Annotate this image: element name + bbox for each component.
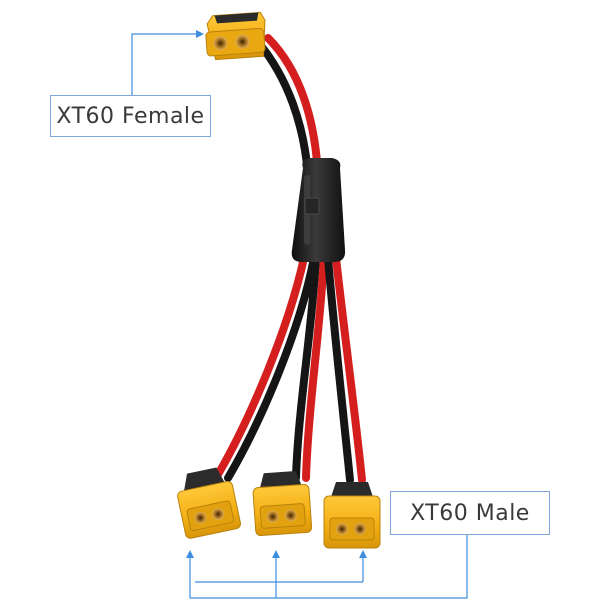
output-cable-left bbox=[212, 254, 318, 482]
xt60-male-connector-left bbox=[177, 467, 241, 539]
output-cable-middle bbox=[292, 254, 328, 482]
male-callout-line bbox=[186, 535, 468, 599]
splitter-hub bbox=[291, 158, 346, 262]
output-cable-right bbox=[324, 254, 366, 484]
xt60-female-label: XT60 Female bbox=[50, 95, 211, 137]
xt60-female-connector bbox=[205, 11, 266, 61]
xt60-male-connector-middle bbox=[252, 470, 313, 537]
xt60-male-connector-right bbox=[323, 482, 381, 549]
xt60-male-label: XT60 Male bbox=[390, 491, 550, 535]
female-callout-line bbox=[131, 30, 204, 95]
input-cable bbox=[254, 34, 322, 179]
